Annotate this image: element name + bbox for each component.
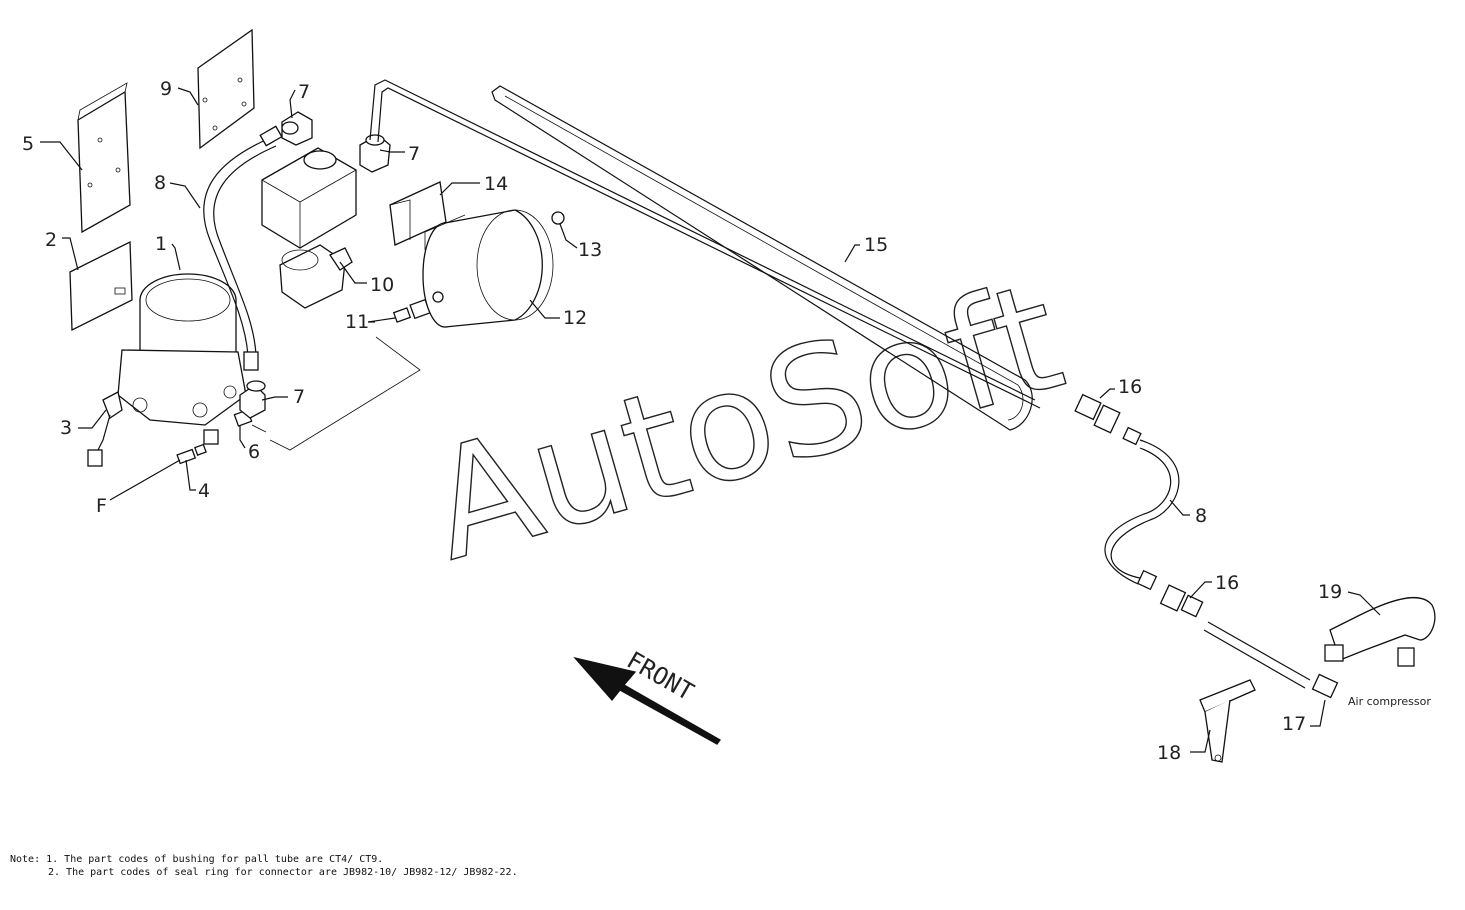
air-compressor-label: Air compressor (1348, 695, 1431, 708)
callout-7-dryer: 7 (293, 386, 305, 408)
part-18-compressor-pipe (1324, 597, 1436, 667)
callout-14: 14 (484, 173, 508, 195)
callout-8-upper: 8 (154, 172, 166, 194)
part-14-bracket (389, 181, 447, 246)
part-3-sensor (87, 391, 123, 467)
part-19-bracket (1199, 679, 1256, 763)
part-16-union-lower (1136, 569, 1204, 618)
callout-17: 17 (1282, 713, 1306, 735)
part-15-tube (369, 79, 1041, 431)
callout-18: 19 (1318, 581, 1342, 603)
notes: Note: 1. The part codes of bushing for p… (10, 853, 518, 879)
callout-13: 13 (578, 239, 602, 261)
part-13-plug (551, 211, 565, 225)
callout-16-lower: 16 (1215, 572, 1239, 594)
callout-5: 5 (22, 133, 34, 155)
callout-15: 15 (864, 234, 888, 256)
callout-7-top: 7 (298, 81, 310, 103)
part-16-union-upper (1074, 393, 1142, 446)
part-5-bracket (77, 82, 131, 234)
part-9-plate (197, 28, 255, 150)
callout-3: 3 (60, 417, 72, 439)
callout-1: 1 (155, 233, 167, 255)
leader-path-11-6 (269, 336, 421, 451)
part-7-elbow-valve (359, 134, 391, 173)
note-line-1: Note: 1. The part codes of bushing for p… (10, 854, 384, 865)
part-12-air-tank (422, 209, 554, 328)
callout-12: 12 (563, 307, 587, 329)
callout-8-lower: 8 (1195, 505, 1207, 527)
part-4-fitting (176, 429, 219, 465)
callout-11: 11 (345, 311, 369, 333)
part-8-hose-lower (1104, 439, 1180, 585)
front-direction-arrow: FRONT (573, 646, 721, 745)
callout-9: 9 (160, 78, 172, 100)
note-line-2: 2. The part codes of seal ring for conne… (48, 867, 518, 878)
callout-6: 6 (248, 441, 260, 463)
part-2-plate (69, 240, 133, 332)
callout-16-upper: 16 (1118, 376, 1142, 398)
callout-10: 10 (370, 274, 394, 296)
part-7-elbow-dryer (239, 380, 266, 419)
leader-lines (40, 87, 1381, 753)
part-8-hose-upper (203, 125, 283, 371)
callout-2: 2 (45, 229, 57, 251)
pipe-to-17 (1203, 621, 1311, 689)
part-1-air-dryer (117, 273, 247, 426)
callout-4: 4 (198, 480, 210, 502)
part-10-valve (261, 147, 357, 309)
callout-19: 18 (1157, 742, 1181, 764)
callout-F: F (96, 495, 107, 517)
part-7-elbow-top (281, 111, 313, 146)
part-17-connector (1311, 673, 1339, 699)
callout-7-valve: 7 (408, 143, 420, 165)
part-11-fitting (367, 298, 431, 323)
